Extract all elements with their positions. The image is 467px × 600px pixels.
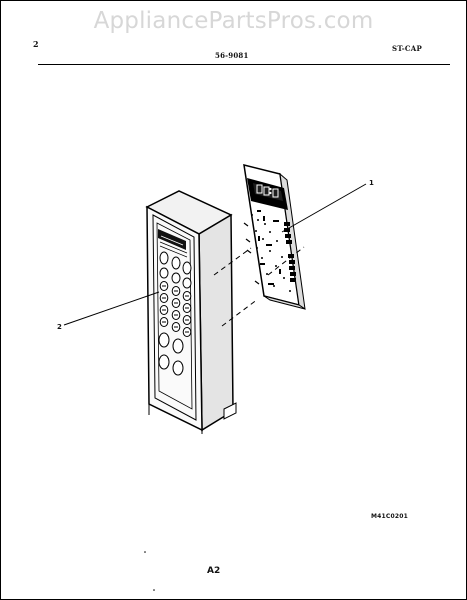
callout-leader-1 bbox=[281, 183, 367, 233]
board-components bbox=[251, 210, 291, 292]
header-divider bbox=[38, 64, 450, 65]
board-connector-pins bbox=[284, 222, 296, 282]
diagram-code: M41C0201 bbox=[371, 513, 409, 520]
board-edge-clips bbox=[243, 222, 260, 285]
board-display-digits bbox=[256, 184, 279, 198]
stray-dot-1 bbox=[144, 551, 146, 553]
callout-leader-2 bbox=[63, 291, 160, 326]
header-model-code: ST-CAP bbox=[392, 44, 423, 53]
page-number: A2 bbox=[207, 566, 221, 576]
control-board-assembly bbox=[243, 163, 306, 311]
panel-display-block bbox=[158, 229, 188, 258]
watermark-text: AppliancePartsPros.com bbox=[93, 8, 374, 34]
header-left-label: 2 bbox=[33, 39, 39, 49]
callout-number-2: 2 bbox=[57, 323, 62, 331]
header-part-number: 56-9081 bbox=[215, 51, 249, 60]
stray-dot-2 bbox=[153, 589, 155, 591]
control-panel-assembly bbox=[145, 190, 237, 434]
callout-number-1: 1 bbox=[369, 179, 374, 187]
keypad-button-marks bbox=[162, 285, 189, 333]
assembly-alignment-lines bbox=[213, 246, 305, 327]
